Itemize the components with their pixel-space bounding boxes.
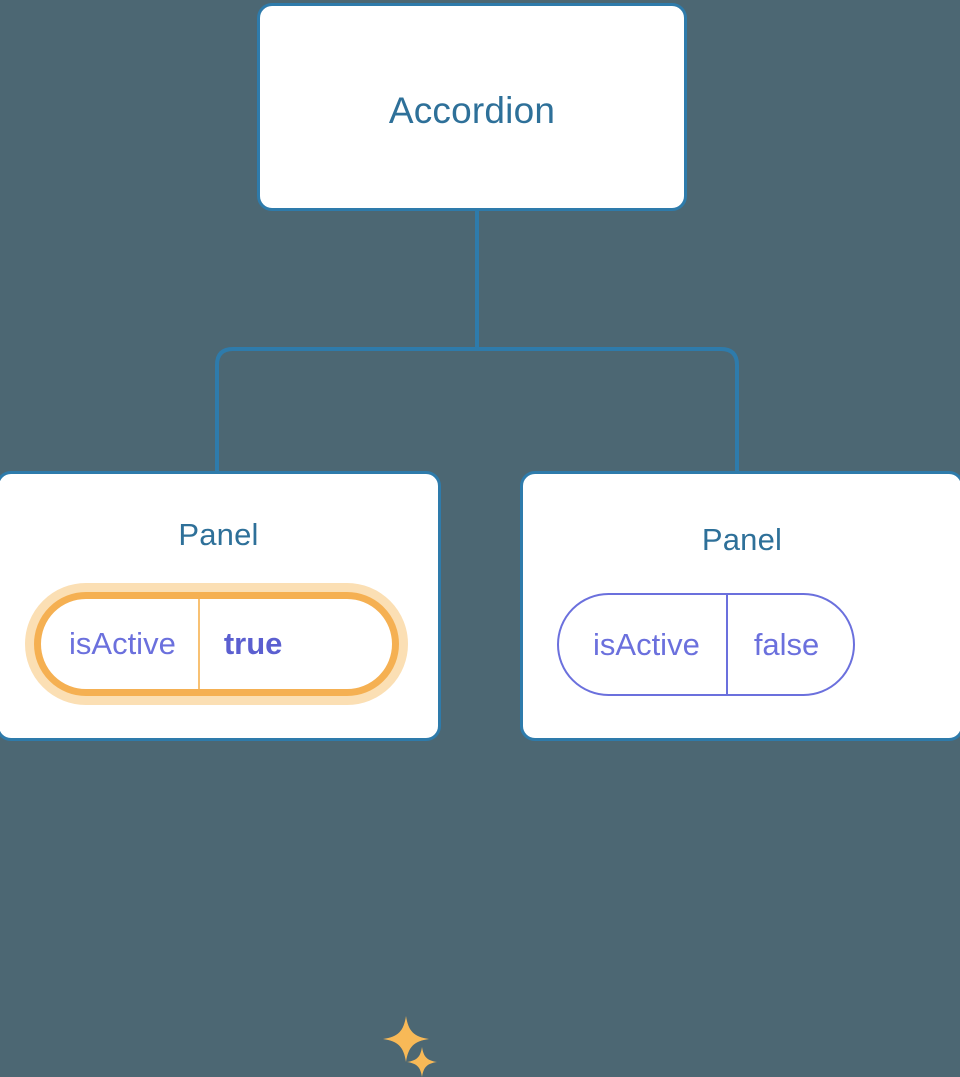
prop-value: true <box>197 599 311 689</box>
node-accordion-title: Accordion <box>388 90 556 131</box>
prop-key: isActive <box>593 626 700 662</box>
sparkle-small-icon <box>407 1047 437 1077</box>
prop-pill-glow-ring <box>25 583 408 705</box>
prop-key: isActive <box>69 626 176 661</box>
edge-branch-bus <box>215 347 739 471</box>
node-panel-active-title: Panel <box>178 517 259 552</box>
node-panel-inactive-title: Panel <box>701 522 783 557</box>
node-panel-active[interactable]: Panel isActive true <box>0 471 441 1077</box>
node-accordion[interactable]: Accordion <box>257 3 687 211</box>
diagram-canvas: Accordion Panel isActive true Panel isAc… <box>0 3 960 1077</box>
prop-value: false <box>725 595 853 694</box>
prop-pill-isactive-true[interactable]: isActive true <box>34 592 399 696</box>
prop-pill-highlighted[interactable]: isActive true <box>25 583 408 705</box>
node-panel-inactive[interactable]: Panel isActive false <box>520 471 960 741</box>
prop-pill-isactive-false[interactable]: isActive false <box>557 593 856 696</box>
